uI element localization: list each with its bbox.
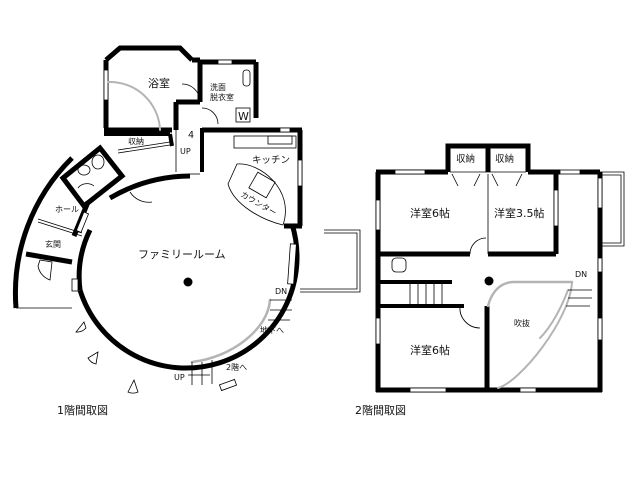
label-to-basement: 地下へ	[260, 325, 284, 335]
column-dot-2f	[484, 276, 494, 286]
caption-floor2: 2階間取図	[355, 403, 406, 417]
label-western-3-5: 洋室3.5帖	[494, 206, 545, 220]
door-swing-1	[75, 321, 87, 333]
entrance-door	[37, 259, 53, 281]
label-to-second: 2階へ	[226, 362, 247, 372]
label-family-room: ファミリールーム	[138, 248, 226, 261]
label-dn-2f: DN	[575, 270, 587, 279]
label-western-6-top: 洋室6帖	[410, 206, 450, 220]
label-western-6-bottom: 洋室6帖	[410, 343, 450, 357]
washer-box	[235, 107, 251, 123]
window-family-east	[287, 243, 297, 285]
door-swing-2	[87, 351, 99, 365]
window-family-west	[71, 278, 79, 292]
caption-floor1: 1階間取図	[57, 403, 108, 417]
column-dot-1f	[183, 277, 193, 287]
counter	[227, 163, 286, 226]
label-hall: ホール	[55, 205, 79, 214]
kitchen-area	[202, 127, 303, 229]
label-counter: カウンター	[239, 190, 278, 218]
floor1-plan: 4 浴室 洗面	[12, 45, 361, 394]
label-dn-1f: DN	[275, 287, 287, 296]
label-up-inner: UP	[180, 147, 191, 156]
svg-text:4: 4	[188, 130, 194, 141]
label-washroom-1: 洗面	[210, 82, 226, 92]
label-storage-left: 収納	[456, 153, 475, 165]
outer-curved-wall	[12, 156, 74, 309]
window-family-south	[218, 378, 238, 392]
family-room-walls	[76, 223, 300, 371]
label-storage-1f: 収納	[128, 136, 144, 146]
label-washroom-2: 脱衣室	[210, 92, 234, 102]
main-stairs-1f	[188, 298, 292, 385]
door-swing-3	[127, 378, 139, 394]
label-storage-right: 収納	[495, 153, 514, 165]
label-up-1f: UP	[174, 373, 185, 382]
bathroom-block	[103, 45, 259, 133]
floor2-plan: 収納 収納 洋室6帖 洋室3.5帖 洋室6帖 吹抜 DN	[375, 143, 625, 393]
toilet-room	[59, 144, 126, 210]
label-atrium: 吹抜	[514, 318, 530, 328]
label-washer: W	[238, 110, 249, 123]
label-bath: 浴室	[148, 76, 170, 90]
label-entrance: 玄関	[45, 239, 61, 249]
label-kitchen: キッチン	[252, 155, 290, 166]
